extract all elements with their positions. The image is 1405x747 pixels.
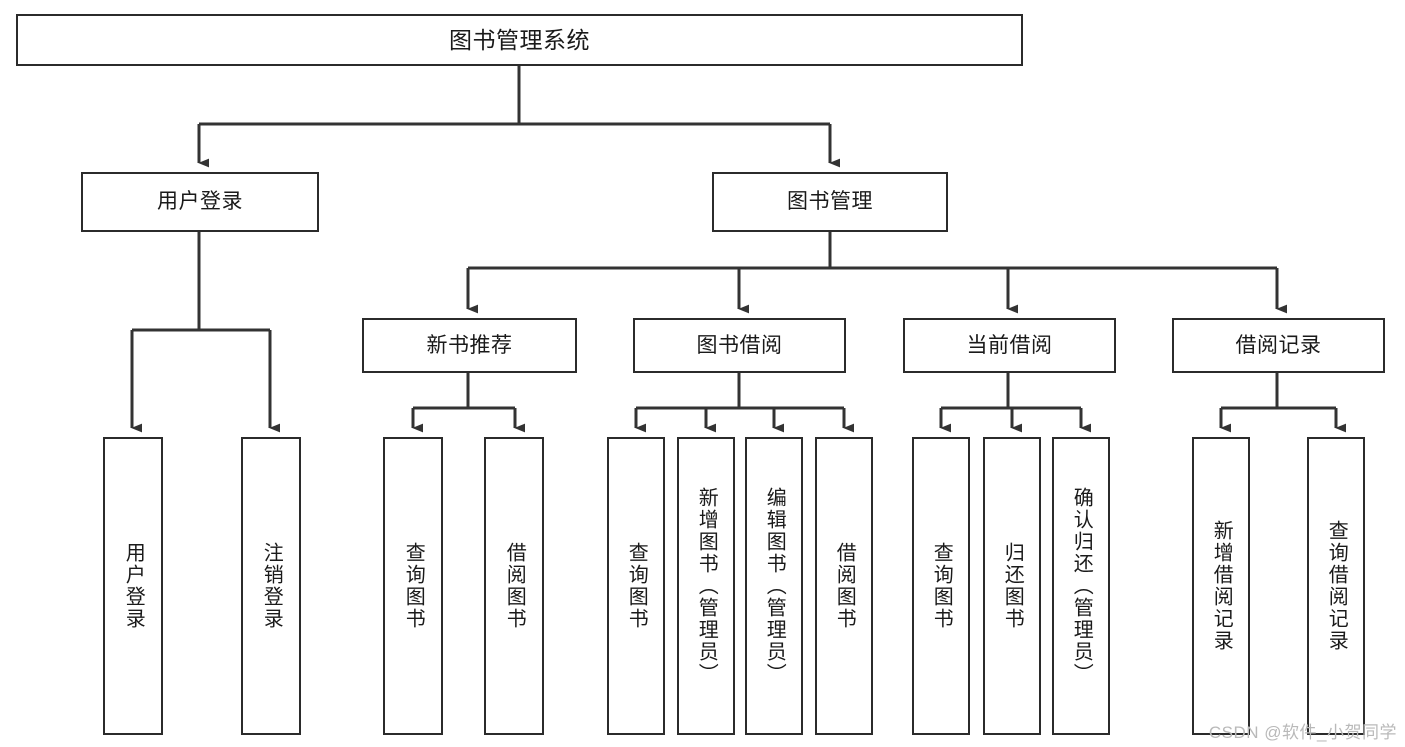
leaf-query-book-current[interactable]: 查询图书 [912, 437, 970, 735]
node-label: 新书推荐 [426, 333, 513, 357]
node-label: 新增借阅记录 [1210, 520, 1233, 652]
node-label: 图书管理系统 [449, 26, 590, 53]
node-label: 用户登录 [122, 542, 145, 630]
node-label: 注销登录 [260, 542, 283, 630]
node-current-borrow[interactable]: 当前借阅 [903, 318, 1116, 373]
node-label: 确认归还（管理员） [1070, 487, 1093, 685]
node-label: 图书管理 [787, 190, 873, 214]
node-label: 查询图书 [402, 542, 425, 630]
leaf-query-book-recommend[interactable]: 查询图书 [383, 437, 443, 735]
leaf-borrow-book-recommend[interactable]: 借阅图书 [484, 437, 544, 735]
leaf-logout-login[interactable]: 注销登录 [241, 437, 301, 735]
leaf-query-borrow-record[interactable]: 查询借阅记录 [1307, 437, 1365, 735]
node-label: 借阅图书 [833, 542, 856, 630]
leaf-query-book-borrow[interactable]: 查询图书 [607, 437, 665, 735]
node-label: 借阅记录 [1235, 333, 1322, 357]
node-label: 当前借阅 [966, 333, 1053, 357]
node-label: 归还图书 [1001, 542, 1024, 630]
leaf-edit-book-admin[interactable]: 编辑图书（管理员） [745, 437, 803, 735]
leaf-add-book-admin[interactable]: 新增图书（管理员） [677, 437, 735, 735]
connector-paths [130, 66, 1347, 433]
leaf-return-book[interactable]: 归还图书 [983, 437, 1041, 735]
node-label: 新增图书（管理员） [695, 487, 718, 685]
node-borrow-records[interactable]: 借阅记录 [1172, 318, 1385, 373]
node-label: 编辑图书（管理员） [763, 487, 786, 685]
leaf-borrow-book[interactable]: 借阅图书 [815, 437, 873, 735]
node-label: 借阅图书 [503, 542, 526, 630]
node-root-book-management-system[interactable]: 图书管理系统 [16, 14, 1023, 66]
leaf-add-borrow-record[interactable]: 新增借阅记录 [1192, 437, 1250, 735]
node-label: 查询图书 [930, 542, 953, 630]
watermark: CSDN @软件_小贺同学 [1208, 723, 1397, 742]
node-book-management[interactable]: 图书管理 [712, 172, 948, 232]
node-new-book-recommend[interactable]: 新书推荐 [362, 318, 577, 373]
node-book-borrow[interactable]: 图书借阅 [633, 318, 846, 373]
leaf-user-login[interactable]: 用户登录 [103, 437, 163, 735]
node-label: 查询借阅记录 [1325, 520, 1348, 652]
node-label: 图书借阅 [696, 333, 783, 357]
leaf-confirm-return-admin[interactable]: 确认归还（管理员） [1052, 437, 1110, 735]
node-label: 用户登录 [157, 190, 243, 214]
node-label: 查询图书 [625, 542, 648, 630]
node-user-login[interactable]: 用户登录 [81, 172, 319, 232]
